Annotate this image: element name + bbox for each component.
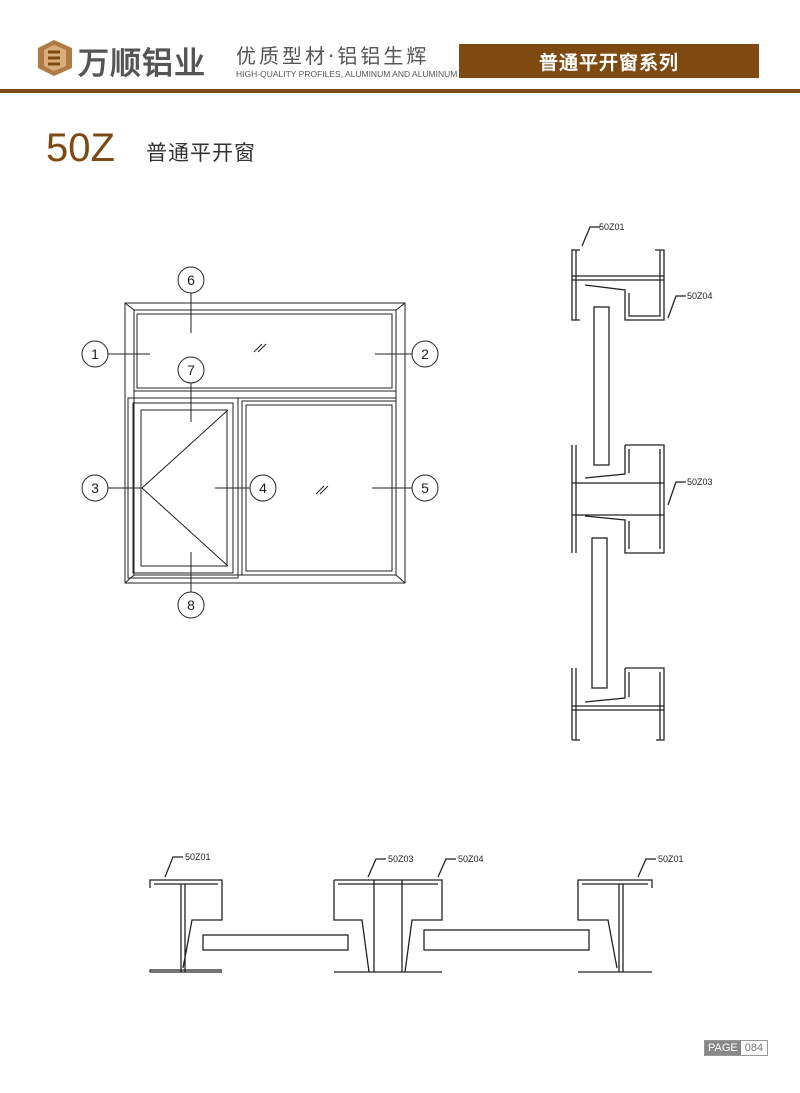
slogan-english: HIGH-QUALITY PROFILES, ALUMINUM AND ALUM… [236, 69, 458, 79]
logo-icon [38, 40, 72, 76]
hsection-label-50z03: 50Z03 [388, 854, 414, 864]
vsection-label-50z01: 50Z01 [599, 222, 625, 232]
callout-3: 3 [91, 480, 99, 496]
callout-5: 5 [421, 480, 429, 496]
callout-circles [81, 266, 439, 619]
vsection-label-50z03: 50Z03 [687, 477, 713, 487]
model-name: 普通平开窗 [146, 141, 256, 165]
callout-4: 4 [259, 480, 267, 496]
page-number: 084 [744, 1042, 764, 1054]
hsection-label-50z01-left: 50Z01 [185, 852, 211, 862]
series-banner: 普通平开窗系列 [459, 44, 759, 78]
header-divider [0, 89, 800, 93]
callout-8: 8 [187, 597, 195, 613]
horizontal-section [149, 856, 656, 973]
callout-2: 2 [421, 346, 429, 362]
callout-1: 1 [91, 346, 99, 362]
slogan: 优质型材·铝铝生辉 [236, 44, 430, 68]
vsection-label-50z04: 50Z04 [687, 291, 713, 301]
page-label: PAGE [705, 1041, 741, 1055]
model-code: 50Z [46, 126, 115, 170]
callout-6: 6 [187, 272, 195, 288]
brand-name: 万顺铝业 [78, 46, 206, 82]
vertical-section [571, 226, 686, 741]
hsection-label-50z01-right: 50Z01 [658, 854, 684, 864]
callout-7: 7 [187, 362, 195, 378]
window-elevation [108, 293, 412, 592]
page-number-badge: PAGE 084 [704, 1040, 769, 1056]
hsection-label-50z04: 50Z04 [458, 854, 484, 864]
